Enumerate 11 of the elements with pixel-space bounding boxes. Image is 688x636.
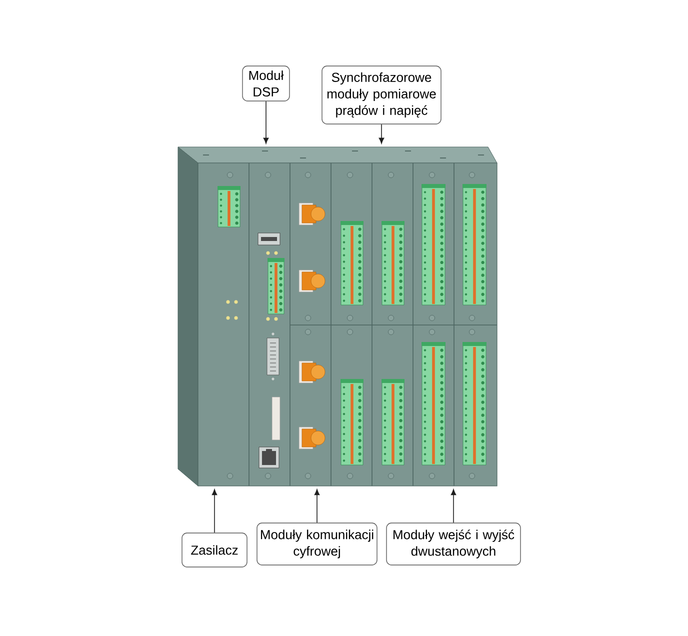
- arrow: [378, 124, 384, 144]
- label-box: Moduły komunikacji cyfrowej: [256, 522, 378, 566]
- label-box: Moduły wejść i wyjść dwustanowych: [386, 522, 521, 566]
- arrow: [263, 100, 269, 144]
- label-box: Zasilacz: [182, 532, 248, 568]
- device-illustration: [178, 146, 498, 486]
- label-box: Synchrofazorowe moduły pomiarowe prądów i napięć: [322, 66, 442, 124]
- arrow: [450, 489, 456, 524]
- arrow: [212, 489, 218, 534]
- label-box: Moduł DSP: [242, 66, 290, 102]
- arrow: [314, 489, 320, 524]
